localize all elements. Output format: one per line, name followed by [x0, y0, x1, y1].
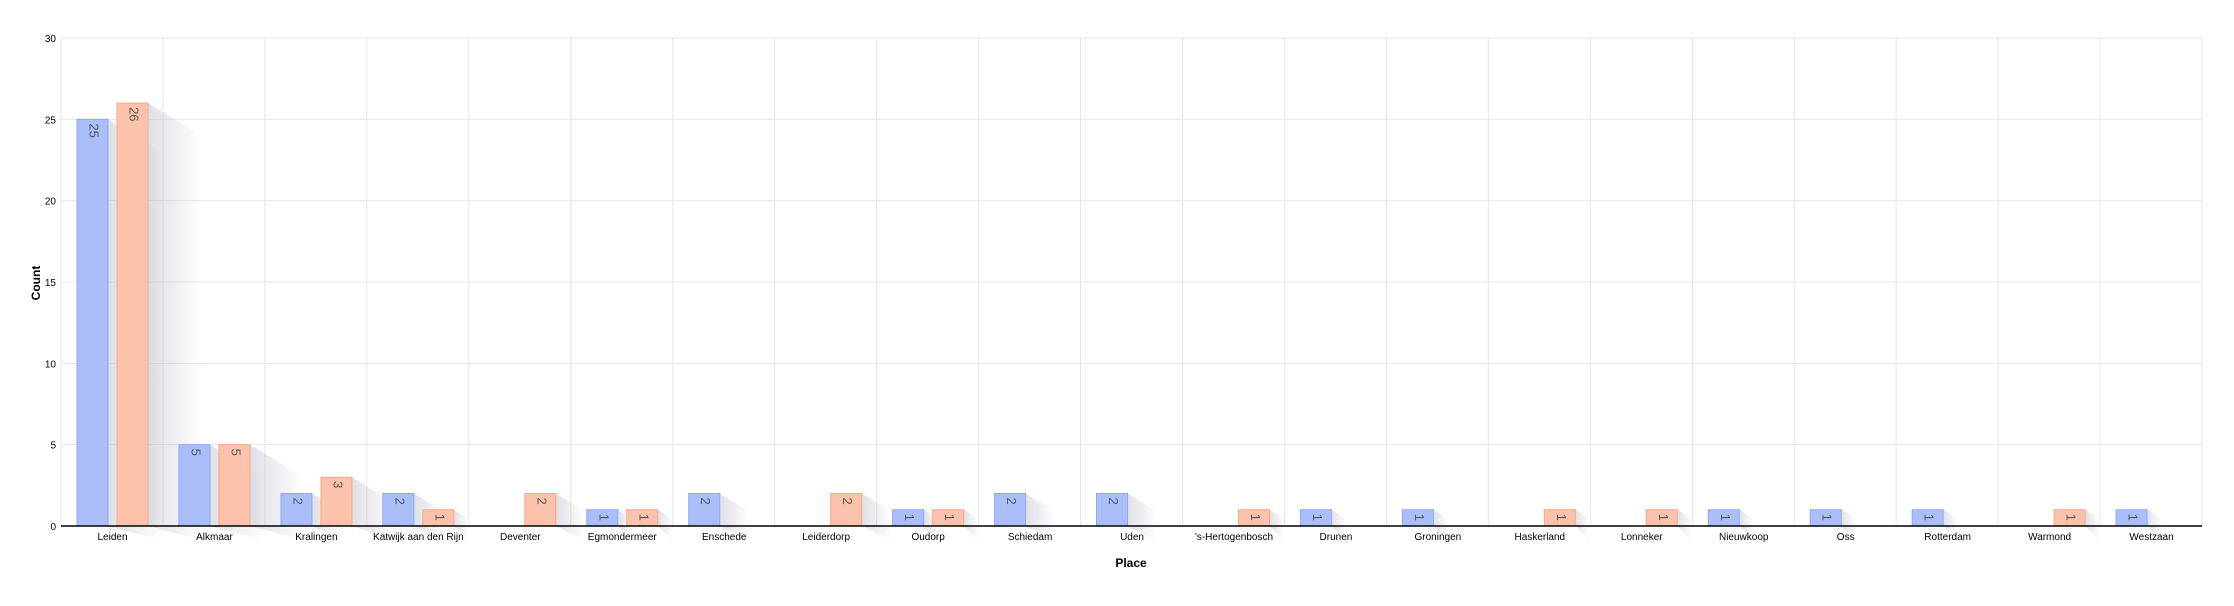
bar-value-label: 2 — [392, 497, 407, 504]
grid — [60, 37, 2203, 527]
x-axis-title: Place — [1115, 556, 1147, 570]
bar-series-2[interactable] — [320, 476, 353, 527]
x-tick-label: Groningen — [1415, 532, 1462, 543]
bar-series-2[interactable] — [218, 444, 251, 527]
y-tick-label: 0 — [50, 522, 56, 533]
bar-value-label: 25 — [87, 123, 102, 137]
bar-value-label: 1 — [1922, 514, 1937, 521]
bar-shadow — [1025, 493, 1055, 540]
bar-value-label: 1 — [1718, 514, 1733, 521]
bar-shadow — [1331, 509, 1347, 540]
bar-value-label: 2 — [698, 497, 713, 504]
bar-shadow — [1943, 509, 1958, 540]
x-tick-label: Deventer — [500, 532, 541, 543]
bar-shadow — [1841, 509, 1856, 540]
bar-shadow — [1677, 509, 1692, 540]
x-tick-label: Drunen — [1320, 532, 1353, 543]
bar-value-label: 2 — [1004, 497, 1019, 504]
bar-value-label: 1 — [1554, 514, 1569, 521]
bar-value-label: 1 — [1820, 514, 1835, 521]
bar-value-label: 1 — [1412, 514, 1427, 521]
x-tick-label: Westzaan — [2129, 532, 2173, 543]
bar-shadow — [1127, 493, 1157, 540]
y-tick-label: 25 — [45, 115, 57, 126]
y-tick-label: 30 — [45, 34, 57, 45]
bar-series-2[interactable] — [116, 102, 149, 527]
bar-shadow — [2147, 509, 2162, 540]
y-tick-labels: 0 5 10 15 20 25 30 — [45, 34, 57, 533]
bar-shadow — [1433, 509, 1449, 540]
x-tick-label: Warmond — [2028, 532, 2071, 543]
bar-value-label: 1 — [596, 514, 611, 521]
bar-value-label: 3 — [330, 481, 345, 488]
bar-value-label: 1 — [1656, 514, 1671, 521]
bar-value-label: 1 — [1248, 514, 1263, 521]
bar-shadow — [963, 509, 979, 540]
y-tick-label: 10 — [45, 359, 57, 370]
bar-shadow — [2085, 509, 2100, 540]
x-tick-label: Nieuwkoop — [1719, 532, 1769, 543]
bar-shadow — [1575, 509, 1590, 540]
bar-series-2[interactable] — [830, 492, 863, 527]
bars — [76, 102, 2148, 527]
x-tick-label: Leiderdorp — [802, 532, 850, 543]
x-tick-label: Katwijk aan den Rijn — [373, 532, 464, 543]
bar-shadows — [108, 103, 2162, 541]
x-tick-label: 's-Hertogenbosch — [1195, 532, 1273, 543]
bar-shadow — [1739, 509, 1754, 540]
x-tick-label: Oss — [1837, 532, 1855, 543]
bar-series-1[interactable] — [382, 492, 415, 527]
x-tick-label: Egmondermeer — [588, 532, 658, 543]
bar-value-label: 2 — [290, 497, 305, 504]
bar-value-label: 2 — [840, 497, 855, 504]
x-tick-label: Alkmaar — [196, 532, 233, 543]
bar-value-label: 1 — [1310, 514, 1325, 521]
bar-shadow — [861, 493, 891, 540]
bar-series-1[interactable] — [688, 492, 721, 527]
x-tick-label: Schiedam — [1008, 532, 1052, 543]
data-labels: 25 26 5 5 2 3 2 1 2 1 1 2 2 1 1 2 2 1 1 1 1 1 1 1 1 1 1 — [87, 107, 2141, 521]
bar-value-label: 26 — [127, 107, 142, 121]
bar-shadow — [657, 509, 673, 540]
bar-series-1[interactable] — [994, 492, 1027, 527]
x-tick-label: Kralingen — [295, 532, 337, 543]
bar-value-label: 5 — [188, 449, 203, 456]
bar-shadow — [453, 509, 469, 540]
bar-shadow — [555, 493, 586, 540]
x-tick-label: Haskerland — [1515, 532, 1566, 543]
bar-shadow — [148, 103, 202, 541]
bar-value-label: 1 — [2064, 514, 2079, 521]
x-tick-label: Lonneker — [1621, 532, 1663, 543]
bar-shadow — [719, 493, 749, 540]
bar-value-label: 1 — [902, 514, 917, 521]
y-tick-label: 20 — [45, 197, 57, 208]
bar-shadow — [1269, 509, 1285, 540]
bar-value-label: 1 — [636, 514, 651, 521]
x-tick-label: Leiden — [97, 532, 127, 543]
bar-value-label: 1 — [2126, 514, 2141, 521]
x-tick-label: Rotterdam — [1924, 532, 1971, 543]
bar-series-1[interactable] — [76, 118, 109, 527]
y-tick-label: 5 — [50, 441, 56, 452]
x-tick-label: Enschede — [702, 532, 747, 543]
bar-value-label: 2 — [1106, 497, 1121, 504]
bar-series-1[interactable] — [178, 444, 211, 527]
bar-value-label: 1 — [942, 514, 957, 521]
x-tick-labels: Leiden Alkmaar Kralingen Katwijk aan den Ri… — [97, 532, 2173, 543]
y-axis-title: Count — [29, 266, 43, 301]
x-tick-label: Uden — [1120, 532, 1144, 543]
y-tick-label: 15 — [45, 278, 57, 289]
bar-value-label: 1 — [432, 514, 447, 521]
bar-value-label: 5 — [228, 449, 243, 456]
x-tick-label: Oudorp — [911, 532, 945, 543]
bar-value-label: 2 — [534, 497, 549, 504]
